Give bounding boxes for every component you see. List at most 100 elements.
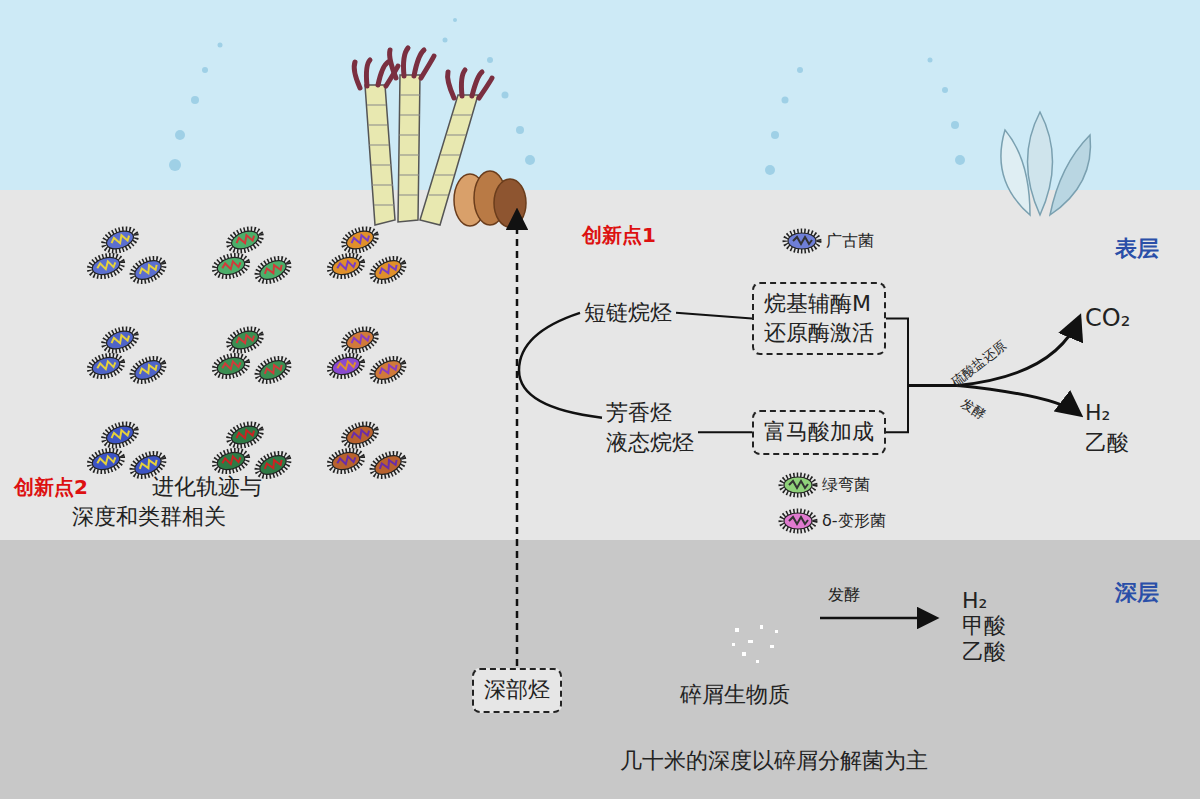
stroke (378, 262, 398, 276)
stroke (784, 513, 812, 529)
stroke (336, 260, 356, 272)
stroke (138, 457, 158, 471)
stroke (330, 255, 361, 278)
bubbles (169, 18, 965, 175)
stroke (341, 325, 380, 355)
stroke (90, 355, 121, 378)
detritus-particles (732, 625, 778, 663)
bacterium-icon (128, 254, 167, 286)
stroke (344, 328, 376, 353)
dashed-box: 富马酸加成 (752, 410, 886, 455)
text-label: H₂ 甲酸 乙酸 (962, 588, 1006, 664)
legend-text: δ-变形菌 (822, 511, 886, 532)
bacterium-icon (341, 420, 380, 450)
stroke (372, 257, 404, 283)
stroke (235, 428, 255, 441)
stroke (781, 475, 815, 495)
stroke (788, 233, 816, 249)
text-label: 几十米的深度以碎屑分解菌为主 (620, 746, 928, 776)
stroke (229, 228, 261, 253)
upward-dashed-arrow (516, 212, 519, 666)
stroke (785, 231, 819, 251)
bacterium-icon (101, 420, 140, 450)
bacterium-icon (368, 354, 407, 386)
stroke (110, 233, 130, 246)
stroke (110, 428, 130, 441)
bacterium-icon (87, 447, 125, 475)
stroke (327, 447, 365, 475)
stroke (226, 325, 265, 355)
stroke (336, 455, 356, 467)
tube-worms (354, 48, 492, 225)
stroke (257, 357, 289, 383)
stroke (226, 225, 265, 255)
link-line (676, 313, 752, 319)
stroke (784, 477, 812, 493)
bacterium-icon (226, 325, 265, 355)
stroke (253, 354, 292, 386)
stroke (221, 455, 241, 467)
legend-swatch (778, 472, 818, 498)
stroke (215, 255, 246, 278)
stroke (263, 262, 283, 276)
bacterium-icon (212, 252, 250, 280)
stroke (263, 362, 283, 376)
stroke (350, 428, 370, 441)
deep-sediment (0, 540, 1200, 799)
stroke (789, 517, 808, 524)
stroke (212, 447, 250, 475)
fermentation-arrow (820, 617, 935, 620)
bacterium-icon (341, 325, 380, 355)
stroke (341, 420, 380, 450)
legend-entry: 绿弯菌 (778, 472, 870, 498)
stroke (229, 423, 261, 448)
stroke (336, 360, 356, 372)
text-label: CO₂ (1085, 302, 1130, 334)
stroke (132, 257, 164, 283)
stroke (372, 452, 404, 478)
bacterium-icon (341, 225, 380, 255)
bacterium-icon (128, 354, 167, 386)
text-label: 表层 (1115, 234, 1159, 264)
stroke (87, 252, 125, 280)
stroke (138, 262, 158, 276)
bacterium-icon (327, 352, 365, 380)
dashed-box: 烷基辅酶M 还原酶激活 (752, 282, 886, 355)
stroke (257, 257, 289, 283)
box-text: 深部烃 (484, 676, 550, 705)
stroke (226, 420, 265, 450)
link-line (698, 431, 752, 433)
bacterium-icon (368, 254, 407, 286)
bacterium-icon (327, 447, 365, 475)
stroke (344, 423, 376, 448)
text-label: 进化轨迹与 深度和类群相关 (72, 472, 322, 531)
stroke (330, 450, 361, 473)
stroke (96, 260, 116, 272)
stroke (368, 449, 407, 481)
bacterium-icon (781, 511, 815, 531)
stroke (101, 420, 140, 450)
stroke (327, 252, 365, 280)
stroke (110, 333, 130, 346)
legend-swatch (778, 508, 818, 534)
surface-sediment (0, 190, 1200, 540)
stroke (104, 423, 136, 448)
text-label: 短链烷烃 (584, 298, 672, 328)
stroke (138, 362, 158, 376)
stroke (344, 228, 376, 253)
stroke (221, 360, 241, 372)
text-label: 碎屑生物质 (680, 680, 790, 710)
stroke (793, 237, 812, 244)
bacterium-icon (101, 225, 140, 255)
bacterium-icon (87, 252, 125, 280)
bacterium-icon (226, 420, 265, 450)
stroke (221, 260, 241, 272)
stroke (212, 252, 250, 280)
legend-entry: δ-变形菌 (778, 508, 886, 534)
legend-swatch (782, 228, 822, 254)
stroke (263, 457, 283, 471)
bacteria-grid (87, 225, 408, 481)
stroke (350, 233, 370, 246)
